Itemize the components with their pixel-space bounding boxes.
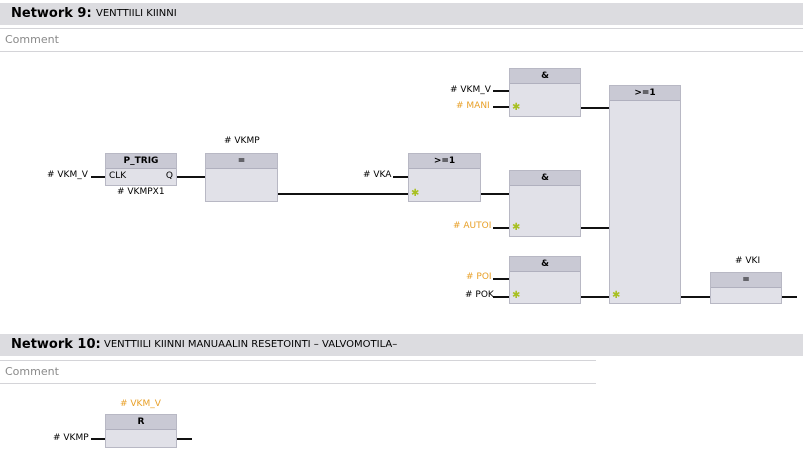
and-mani-block[interactable]: & ✱ <box>509 68 581 117</box>
reset-title: R <box>106 415 176 430</box>
or-vka-block[interactable]: >=1 ✱ <box>408 153 481 202</box>
wire <box>91 438 105 440</box>
wire <box>493 296 509 298</box>
or-main-block[interactable]: >=1 ✱ <box>609 85 681 304</box>
assign-vki-operand[interactable]: # VKI <box>735 256 761 266</box>
comment-label: Comment <box>5 33 59 46</box>
reset-input-operand[interactable]: # VKMP <box>53 433 89 443</box>
network-9-title: Network 9: <box>11 6 92 21</box>
negation-icon[interactable]: ✱ <box>512 102 521 113</box>
network-9-description: VENTTIILI KIINNI <box>96 8 177 19</box>
p-trig-edge-operand[interactable]: # VKMPX1 <box>117 187 165 197</box>
and-auto-title: & <box>510 171 580 186</box>
clk-pin-label: CLK <box>109 171 127 181</box>
network-9-comment[interactable]: Comment <box>0 28 803 52</box>
assign-vkmp-block[interactable]: = <box>205 153 278 202</box>
wire <box>782 296 797 298</box>
assign-vkmp-title: = <box>206 154 277 169</box>
assign-vki-block[interactable]: = <box>710 272 782 304</box>
wire <box>177 176 205 178</box>
q-pin-label: Q <box>165 171 173 181</box>
negation-icon[interactable]: ✱ <box>411 188 420 199</box>
and-poi-title: & <box>510 257 580 272</box>
reset-operand[interactable]: # VKM_V <box>120 399 161 409</box>
network-10-comment[interactable]: Comment <box>0 360 596 384</box>
assign-vkmp-operand[interactable]: # VKMP <box>224 136 260 146</box>
wire <box>493 106 509 108</box>
wire <box>581 107 609 109</box>
negation-icon[interactable]: ✱ <box>512 222 521 233</box>
network-10-title: Network 10: <box>11 337 101 352</box>
reset-block[interactable]: R <box>105 414 177 448</box>
comment-label: Comment <box>5 365 59 378</box>
network-9-header[interactable]: Network 9: VENTTIILI KIINNI <box>0 3 803 25</box>
wire <box>493 227 509 229</box>
network-10-description: VENTTIILI KIINNI MANUAALIN RESETOINTI – … <box>104 339 398 350</box>
and-mani-top-operand[interactable]: # VKM_V <box>450 85 491 95</box>
wire <box>177 438 192 440</box>
or-vka-operand[interactable]: # VKA <box>363 170 392 180</box>
negation-icon[interactable]: ✱ <box>612 290 621 301</box>
wire <box>393 176 408 178</box>
wire <box>581 296 609 298</box>
and-poi-block[interactable]: & ✱ <box>509 256 581 304</box>
and-mani-bottom-operand[interactable]: # MANI <box>456 101 490 111</box>
wire <box>91 176 105 178</box>
and-mani-title: & <box>510 69 580 84</box>
wire <box>581 227 609 229</box>
and-poi-top-operand[interactable]: # POI <box>466 272 492 282</box>
wire <box>681 296 710 298</box>
network-10-header[interactable]: Network 10: VENTTIILI KIINNI MANUAALIN R… <box>0 334 803 356</box>
wire <box>278 193 408 195</box>
p-trig-input-operand[interactable]: # VKM_V <box>47 170 88 180</box>
negation-icon[interactable]: ✱ <box>512 290 521 301</box>
wire <box>493 90 509 92</box>
wire <box>481 193 509 195</box>
p-trig-title: P_TRIG <box>106 154 176 169</box>
and-poi-bottom-operand[interactable]: # POK <box>465 290 494 300</box>
and-auto-block[interactable]: & ✱ <box>509 170 581 237</box>
or-vka-title: >=1 <box>409 154 480 169</box>
and-auto-operand[interactable]: # AUTOI <box>453 221 492 231</box>
or-main-title: >=1 <box>610 86 680 101</box>
wire <box>493 278 509 280</box>
assign-vki-title: = <box>711 273 781 288</box>
p-trig-block[interactable]: P_TRIG CLK Q <box>105 153 177 186</box>
